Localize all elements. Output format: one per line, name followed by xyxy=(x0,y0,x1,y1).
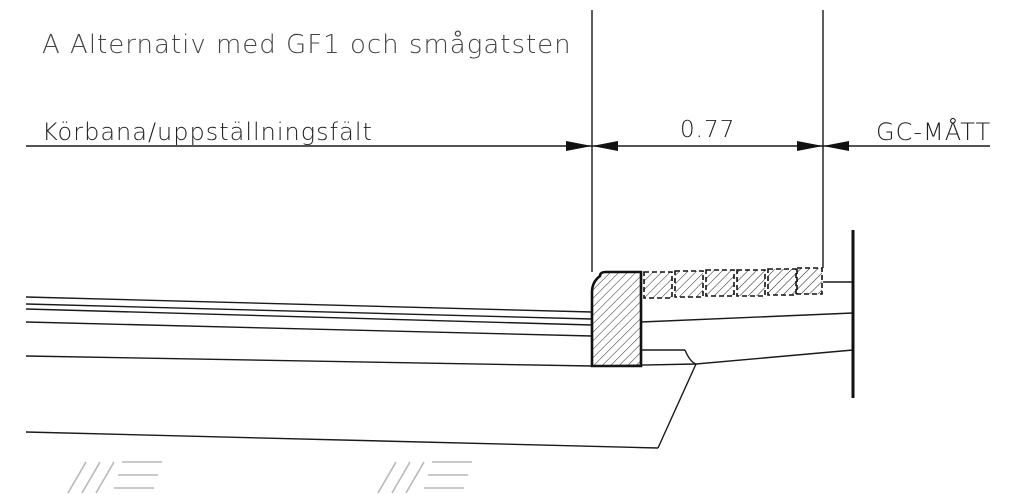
arrow-inner-right-icon xyxy=(797,141,823,151)
paving-stone xyxy=(674,270,704,298)
dimension-line xyxy=(26,141,990,151)
drawing-title: A Alternativ med GF1 och smågatsten xyxy=(42,29,572,60)
paving-stone xyxy=(796,267,823,295)
soil-symbol-right xyxy=(377,461,472,494)
curb-stone xyxy=(590,270,643,368)
gc-path-layers xyxy=(25,281,854,449)
paving-stone xyxy=(736,269,766,297)
arrow-outer-left-icon xyxy=(566,141,592,151)
paving-stone xyxy=(767,268,797,296)
arrow-inner-left-icon xyxy=(592,141,618,151)
paving-stone xyxy=(705,269,735,297)
roadway-label: Körbana/uppställningsfält xyxy=(42,118,373,146)
roadway-layers xyxy=(25,296,593,367)
small-paving-stones xyxy=(643,267,823,299)
soil-symbol-left xyxy=(67,461,162,494)
paving-stone xyxy=(643,271,673,299)
gc-dimension-label: GC-MÅTT xyxy=(876,117,991,146)
dimension-value: 0.77 xyxy=(680,117,735,143)
arrow-outer-right-icon xyxy=(823,141,849,151)
